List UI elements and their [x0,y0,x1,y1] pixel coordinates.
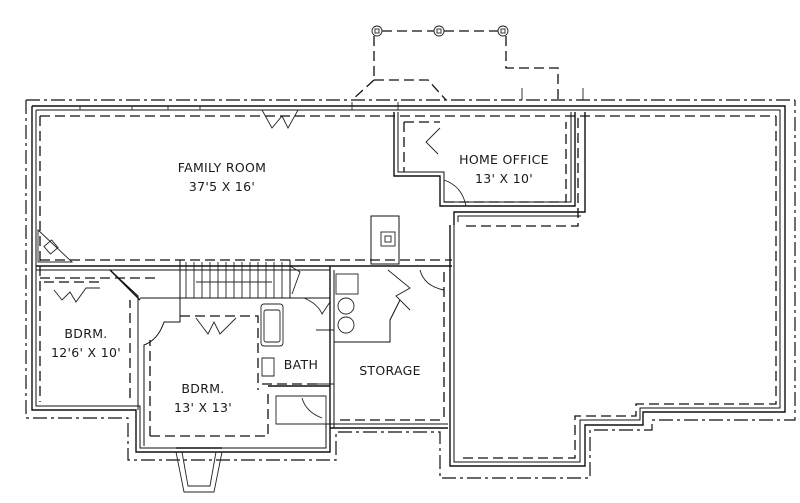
room-label-bath: BATH [284,355,318,374]
fireplace [37,228,74,263]
room-name: BATH [283,357,319,372]
room-dimensions: 13' X 10' [475,171,533,186]
room-name: BDRM. [181,381,225,396]
garage-walls [453,112,586,227]
home-office-walls [393,112,576,207]
room-name: HOME OFFICE [459,152,549,167]
exterior-walls [31,102,786,493]
room-dimensions: 12'6' X 10' [51,345,121,360]
storage-walls [329,266,445,428]
closet-south [275,395,327,425]
room-name: BDRM. [64,326,108,341]
room-dimensions: 37'5 X 16' [188,179,256,194]
foundation-outline [25,99,796,479]
porch-overhang [351,25,584,101]
room-label-bedroom-2: BDRM. 13' X 13' [174,379,232,417]
room-label-home-office: HOME OFFICE 13' X 10' [459,150,549,188]
room-dimensions: 13' X 13' [174,400,232,415]
room-label-family-room: FAMILY ROOM 37'5 X 16' [178,158,266,196]
stairs [36,259,452,299]
room-label-storage: STORAGE [359,361,421,380]
mechanical-closet [370,215,400,265]
bedroom-2-walls [140,297,330,446]
room-label-bedroom-1: BDRM. 12'6' X 10' [51,324,121,362]
room-name: FAMILY ROOM [177,160,267,175]
bedroom-1-walls [36,269,141,410]
bath-walls [258,297,335,388]
room-name: STORAGE [359,363,421,378]
